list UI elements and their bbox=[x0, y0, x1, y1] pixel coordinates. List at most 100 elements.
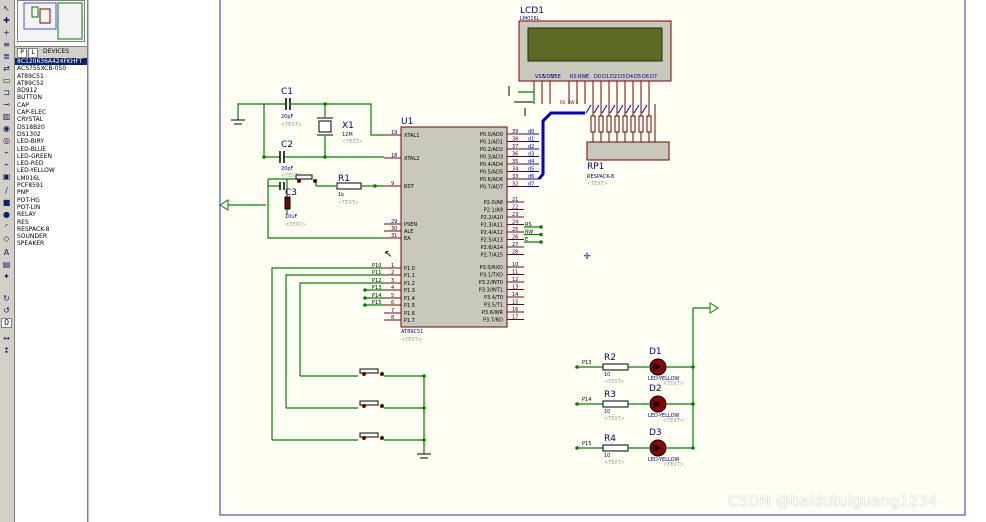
mcu-pin-name: P0.2/AD2 bbox=[480, 147, 503, 153]
power-terminal bbox=[709, 302, 719, 314]
rotate-cw-icon[interactable]: ↻ bbox=[3, 294, 10, 303]
device-list-item[interactable]: DS1302 bbox=[17, 130, 41, 138]
device-list-item[interactable]: RESPACK-8 bbox=[17, 225, 50, 233]
mcu-pin-name: P1.2 bbox=[404, 281, 415, 287]
led-net-label: P15 bbox=[582, 441, 591, 447]
mcu-pin-number: 25 bbox=[512, 227, 518, 233]
bus-net-label: d3 bbox=[528, 152, 534, 158]
bus-net-label: d0 bbox=[528, 129, 534, 135]
graph-icon[interactable]: ▥ bbox=[2, 112, 11, 121]
component-mode-icon[interactable]: ✚ bbox=[3, 16, 10, 25]
device-list-item[interactable]: PCF8591 bbox=[17, 182, 44, 190]
mcu-pin-name: P2.6/A14 bbox=[481, 245, 503, 251]
tape-recorder-icon[interactable]: ◉ bbox=[3, 124, 10, 133]
device-list-item[interactable]: LED-BLUE bbox=[17, 145, 47, 153]
device-list-item[interactable]: AT89C52 bbox=[17, 79, 44, 87]
mcu-pin-number: 12 bbox=[512, 277, 518, 283]
mcu-pin-number: 36 bbox=[512, 152, 518, 158]
device-list-item[interactable]: RES bbox=[17, 218, 29, 226]
mcu-pin-number: 37 bbox=[512, 144, 518, 150]
rotation-angle-field[interactable]: 0 bbox=[1, 318, 12, 328]
device-list-item[interactable]: LED-YELLOW bbox=[17, 167, 55, 175]
junction-dot bbox=[323, 155, 327, 159]
device-list-item[interactable]: CAP-ELEC bbox=[17, 109, 47, 117]
device-list-item[interactable]: DS18B20 bbox=[17, 123, 45, 131]
text-placeholder: <TEXT> bbox=[587, 181, 608, 187]
mirror-vertical-icon[interactable]: ↕ bbox=[3, 346, 10, 355]
sheet-border bbox=[219, 0, 966, 516]
mcu-pin-name: P3.2/INT0 bbox=[479, 280, 503, 286]
junction-dot-icon[interactable]: + bbox=[3, 28, 10, 37]
mcu-pin-number: 16 bbox=[512, 307, 518, 313]
led-resistor-ref: R3 bbox=[604, 390, 616, 400]
device-list-item[interactable]: ACS755XCB-050 bbox=[17, 65, 67, 73]
lcd-pin-label: VEE bbox=[551, 74, 561, 80]
bus-net-label: d1 bbox=[528, 137, 534, 143]
device-list-item[interactable]: 8C120636A424FKHFT bbox=[15, 58, 87, 66]
library-manager-button[interactable]: L bbox=[28, 48, 38, 58]
device-list-item[interactable]: LED-RED bbox=[17, 160, 44, 168]
bus-entry bbox=[601, 104, 608, 114]
device-list-item[interactable]: LED-GREEN bbox=[17, 152, 53, 160]
mcu-pin-number: 5 bbox=[391, 293, 394, 299]
device-pin-icon[interactable]: ⊸ bbox=[3, 100, 10, 109]
circle-icon[interactable]: ● bbox=[3, 210, 10, 219]
c3-value: 10uF bbox=[285, 214, 298, 220]
path-icon[interactable]: ◇ bbox=[3, 234, 10, 243]
device-list-item[interactable]: CRYSTAL bbox=[17, 116, 44, 124]
symbol-icon[interactable]: ▤ bbox=[2, 260, 11, 269]
device-list-item[interactable]: PNP bbox=[17, 189, 29, 197]
device-list-item[interactable]: POT-LIN bbox=[17, 203, 41, 211]
device-list-item[interactable]: SOUNDER bbox=[17, 233, 47, 241]
box-icon[interactable]: ■ bbox=[2, 198, 11, 207]
voltage-probe-icon[interactable]: ⌁ bbox=[4, 148, 9, 157]
current-probe-icon[interactable]: ⌁ bbox=[4, 160, 9, 169]
text-script-icon[interactable]: ≣ bbox=[3, 52, 10, 61]
junction-dot bbox=[323, 102, 327, 106]
led-resistor-value: 10 bbox=[604, 409, 610, 415]
text-icon[interactable]: A bbox=[3, 248, 10, 257]
lcd-pin-label: VDD bbox=[543, 74, 554, 80]
marker-icon[interactable]: ✦ bbox=[3, 272, 10, 281]
r1-ref: R1 bbox=[338, 174, 350, 184]
junction-dot bbox=[539, 240, 543, 244]
bus-icon[interactable]: ⇄ bbox=[3, 64, 10, 73]
p1-net-label: P15 bbox=[372, 300, 381, 306]
device-list-item[interactable]: RELAY bbox=[17, 211, 36, 219]
button bbox=[359, 432, 379, 438]
device-list-item[interactable]: LED-BIRY bbox=[17, 138, 45, 146]
device-list-item[interactable]: POT-HG bbox=[17, 196, 40, 204]
line-icon[interactable]: / bbox=[5, 186, 8, 195]
mcu-pin-number: 35 bbox=[512, 159, 518, 165]
mouse-pointer-icon: ↖ bbox=[384, 249, 392, 260]
reset-button bbox=[295, 174, 313, 180]
select-mode-icon[interactable]: ↖ bbox=[3, 4, 10, 13]
device-list-item[interactable]: LM016L bbox=[17, 174, 41, 182]
arc-icon[interactable]: ◜ bbox=[4, 222, 9, 231]
device-list-item[interactable]: AT89C51 bbox=[17, 72, 44, 80]
mirror-horizontal-icon[interactable]: ↔ bbox=[3, 334, 10, 343]
mcu-pin-name: P2.7/A15 bbox=[481, 253, 503, 259]
lcd-net-label: RS bbox=[560, 100, 566, 105]
virtual-instrument-icon[interactable]: ▣ bbox=[2, 172, 11, 181]
device-list-item[interactable]: BUTTON bbox=[17, 94, 42, 102]
generator-icon[interactable]: ◎ bbox=[3, 136, 10, 145]
rotate-ccw-icon[interactable]: ↺ bbox=[3, 306, 10, 315]
mcu-pin-name: P3.0/RXD bbox=[480, 265, 504, 271]
mcu-pin-number: 23 bbox=[512, 212, 518, 218]
subcircuit-icon[interactable]: ▭ bbox=[2, 76, 11, 85]
mcu-pin-number: 6 bbox=[391, 300, 394, 306]
lcd-pin-label: D0 bbox=[594, 74, 601, 80]
wire-label-icon[interactable]: ≡ bbox=[3, 40, 10, 49]
device-list-item[interactable]: CAP bbox=[17, 101, 29, 109]
mcu-pin-number: 29 bbox=[391, 219, 397, 225]
device-list-item[interactable]: SPEAKER bbox=[17, 240, 45, 248]
device-list-item[interactable]: BD912 bbox=[17, 87, 38, 95]
terminal-icon[interactable]: ⊐ bbox=[3, 88, 10, 97]
text-placeholder: <TEXT> bbox=[663, 418, 684, 424]
overview-window[interactable] bbox=[17, 0, 85, 42]
junction-dot bbox=[575, 365, 579, 369]
pick-device-button[interactable]: P bbox=[17, 48, 27, 58]
